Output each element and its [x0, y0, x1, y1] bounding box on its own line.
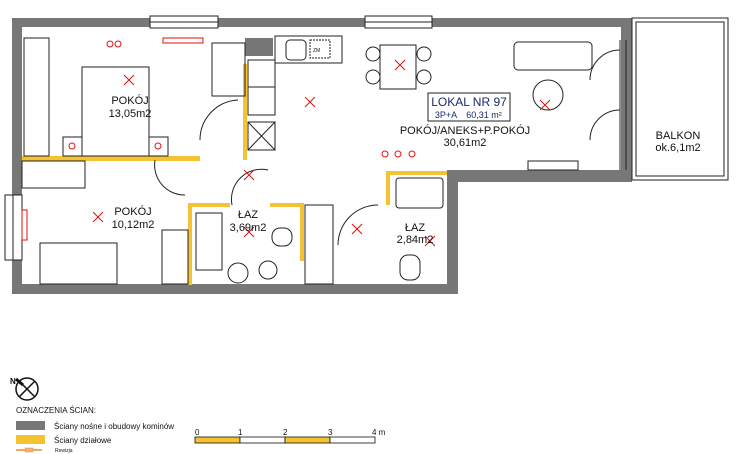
legend-swatch-partition	[16, 435, 45, 444]
scale-tick: 3	[328, 428, 333, 437]
room-name: POKÓJ	[114, 205, 151, 218]
balcony	[619, 17, 729, 181]
legend-label: Rewizja	[55, 448, 73, 454]
north-arrow-icon	[15, 377, 39, 401]
scale-tick: 4 m	[372, 428, 386, 437]
room-name: BALKON	[656, 130, 701, 142]
scale-tick: 2	[283, 428, 288, 437]
room-area: 10,12m2	[112, 219, 155, 231]
room-area: ok.6,1m2	[655, 142, 700, 154]
windows	[4, 15, 433, 261]
legend-label: Ściany działowe	[54, 436, 112, 445]
legend: N OZNACZENIA ŚCIAN: Ściany nośne i obudo…	[10, 377, 174, 454]
room-name: ŁAZ	[238, 209, 258, 221]
scale-tick: 0	[195, 428, 200, 437]
unit-title: LOKAL NR 97	[431, 95, 507, 109]
furniture: ZM	[21, 35, 621, 285]
unit-type: 3P+A	[435, 110, 457, 120]
legend-label: Ściany nośne i obudowy kominów	[54, 422, 174, 431]
unit-label: LOKAL NR 97 3P+A 60,31 m²	[427, 92, 511, 122]
room-area: 13,05m2	[109, 108, 152, 120]
legend-title: OZNACZENIA ŚCIAN:	[16, 406, 96, 415]
room-labels: POKÓJ 13,05m2 POKÓJ 10,12m2 ŁAZ 3,69m2 Ł…	[109, 94, 701, 246]
room-name: POKÓJ	[111, 94, 148, 107]
room-name: ŁAZ	[405, 222, 425, 234]
electrical-symbols	[68, 40, 551, 247]
appliance-label: ZM	[313, 48, 320, 54]
room-name: POKÓJ/ANEKS+P.POKÓJ	[400, 124, 530, 137]
room-area: 3,69m2	[230, 222, 267, 234]
scale-bar: 0 1 2 3 4 m	[194, 428, 386, 444]
north-label: N	[10, 377, 16, 386]
unit-area: 60,31 m²	[466, 110, 502, 120]
load-bearing-walls	[12, 18, 632, 294]
scale-tick: 1	[238, 428, 243, 437]
room-area: 30,61m2	[444, 137, 487, 149]
partition-walls	[22, 64, 447, 285]
room-area: 2,84m2	[397, 234, 434, 246]
legend-swatch-bearing	[16, 421, 45, 430]
